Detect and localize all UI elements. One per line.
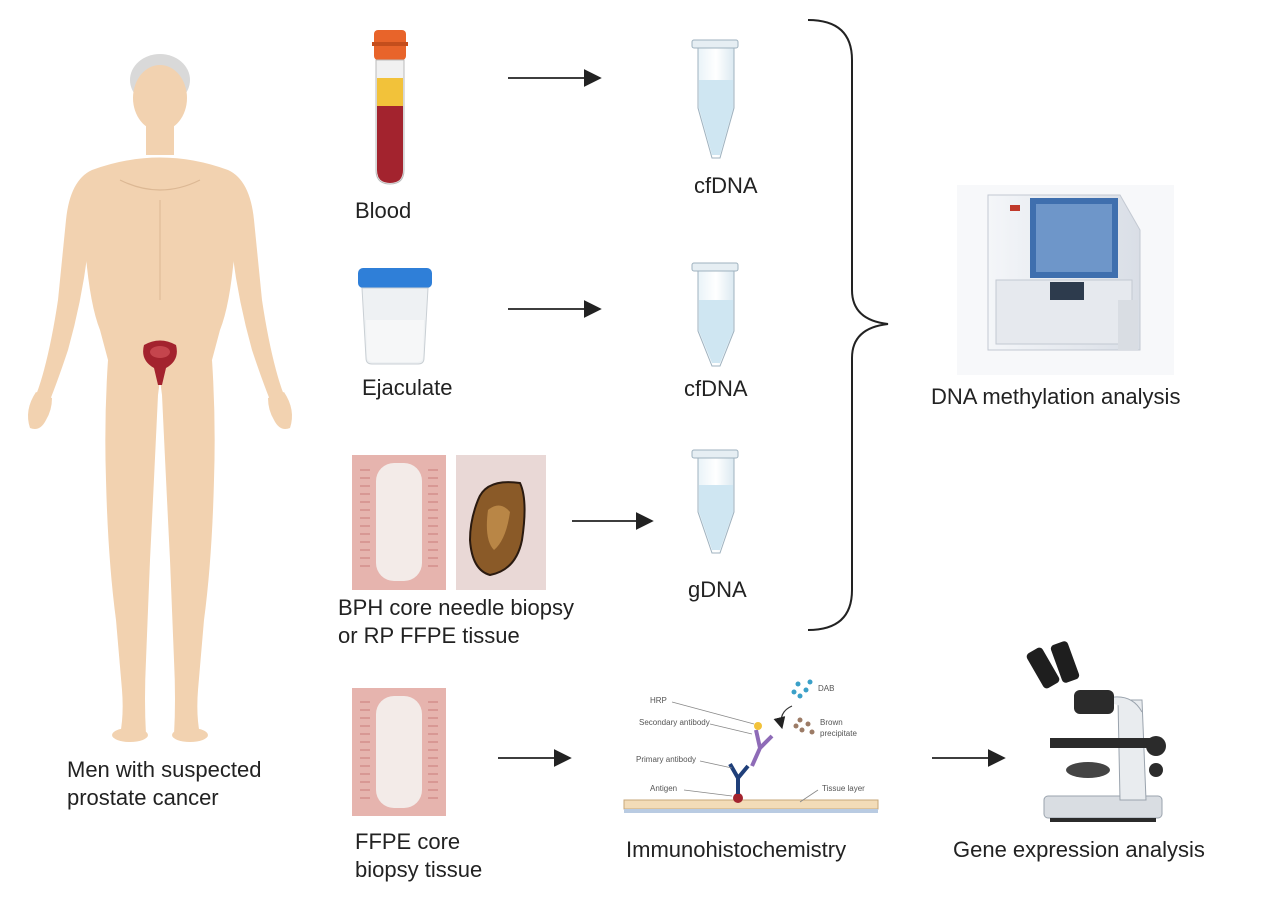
person-caption-line1: Men with suspected — [67, 757, 262, 782]
ihc-label: Immunohistochemistry — [626, 837, 847, 862]
blood-tube-icon — [372, 30, 408, 185]
dab-label: DAB — [818, 684, 835, 693]
ffpe-core-cassette-icon — [352, 688, 446, 816]
precipitate-label: precipitate — [820, 729, 857, 738]
secondary-antibody-label: Secondary antibody — [639, 718, 710, 727]
sample-cup-icon — [358, 268, 432, 365]
ffpe-label-line1: FFPE core — [355, 829, 461, 854]
hrp-label: HRP — [650, 696, 667, 705]
microtube-icon — [691, 449, 739, 554]
cfdna-label: cfDNA — [694, 173, 758, 198]
microtube-icon — [691, 262, 739, 367]
microscope-icon — [1026, 641, 1166, 822]
person-caption-line2: prostate cancer — [67, 785, 219, 810]
methylation-analysis-label: DNA methylation analysis — [931, 384, 1181, 409]
biopsy-cassette-icon — [352, 455, 446, 590]
primary-antibody-label: Primary antibody — [636, 755, 697, 764]
antigen-label: Antigen — [650, 784, 678, 793]
methylation-analyzer-icon — [957, 185, 1174, 375]
biopsy-label-line1: BPH core needle biopsy — [338, 595, 575, 620]
blood-label: Blood — [355, 198, 412, 223]
curly-brace — [807, 19, 889, 631]
prostate-icon — [143, 340, 177, 385]
brown-label: Brown — [820, 718, 843, 727]
human-figure-icon — [28, 54, 292, 742]
biopsy-label-line2: or RP FFPE tissue — [338, 623, 520, 648]
microtube-icon — [691, 39, 739, 159]
cfdna-label: cfDNA — [684, 376, 748, 401]
immunohistochemistry-schematic — [623, 679, 879, 813]
ejaculate-label: Ejaculate — [362, 375, 453, 400]
ffpe-label-line2: biopsy tissue — [355, 857, 483, 882]
ffpe-tissue-cassette-icon — [456, 455, 546, 590]
gene-expression-label: Gene expression analysis — [953, 837, 1205, 862]
gdna-label: gDNA — [688, 577, 747, 602]
tissue-layer-label: Tissue layer — [822, 784, 865, 793]
